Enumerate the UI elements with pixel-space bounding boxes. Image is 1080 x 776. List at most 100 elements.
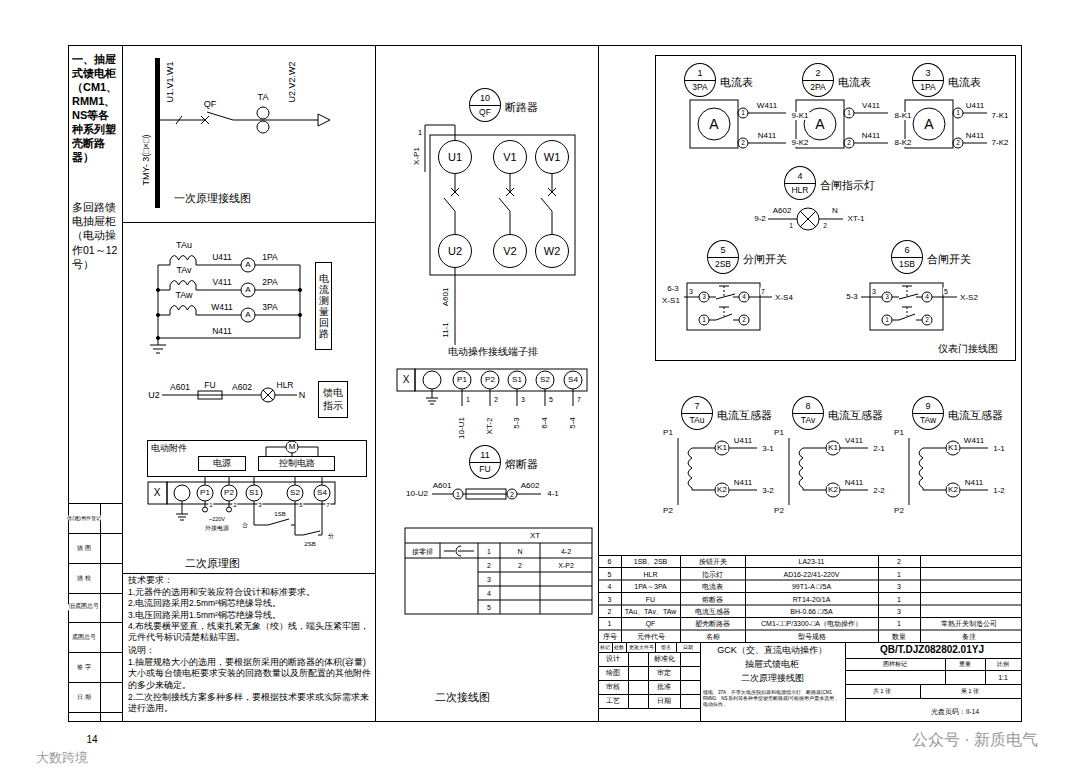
tag-divider (682, 413, 712, 414)
text-label: 3 (257, 502, 262, 508)
table-cell: 按钮开关 (698, 558, 728, 565)
text-label: 二次原理图 (184, 558, 241, 569)
text-label: 3 (701, 294, 707, 301)
text-label: 2 (924, 317, 930, 324)
wire-label: U2.V2.W2 (288, 60, 297, 103)
text-label: 4 (741, 294, 747, 301)
table-cell: 5 (607, 571, 613, 578)
text-label: 3 (486, 576, 492, 583)
text-label: XT (529, 532, 541, 540)
text-label: 2 (486, 562, 492, 569)
current-circuit (156, 313, 159, 316)
text-label: 7 (760, 288, 766, 295)
pushbutton-symbol (684, 283, 957, 330)
motor-circuit (205, 477, 322, 485)
wire-label: TMY- 3(□×□) (142, 134, 151, 187)
text-label: A601 (169, 383, 191, 392)
motor-circuit (287, 485, 303, 501)
box-text: 控制电路 (279, 458, 315, 469)
text-label: A (814, 117, 825, 131)
text-label: 光盘页码：II-14 (930, 709, 980, 716)
table-cell: 3 (607, 596, 613, 603)
pushbutton-symbol (699, 292, 709, 302)
table-cell: 熔断器 (701, 596, 724, 603)
text-label: 2-2 (872, 487, 886, 495)
sheet-title: 一、抽屉式馈电柜（CM1、RMM1、NS等各种系列塑壳断路器） (72, 52, 120, 164)
terminal-circle: W1 (535, 140, 569, 174)
table-cell: 常熟开关制造公司 (940, 620, 998, 627)
motor-circuit (246, 485, 262, 501)
ammeter-symbol (738, 108, 748, 118)
terminal-name: U1 (448, 151, 462, 163)
tag-code: FU (470, 464, 500, 475)
text-label: A (923, 117, 934, 131)
indicator-circuit (162, 390, 297, 400)
text-label: 4 (924, 294, 930, 301)
text-label: 1 (846, 110, 852, 117)
motor-circuit (148, 482, 167, 504)
text-label: 5 (298, 502, 303, 508)
table-cell: 2 (896, 558, 902, 565)
lamp-symbol (797, 208, 819, 230)
component-tag: 52SB分闸开关 (707, 240, 739, 274)
text-label: K2 (827, 486, 839, 494)
terminal-strip (481, 371, 499, 389)
tag-code: QF (470, 107, 500, 118)
text-label: 电动操作接线端子排 (447, 347, 539, 357)
table-cell: HLR (642, 571, 658, 578)
current-transformer-symbol (715, 441, 729, 455)
pushbutton-symbol (861, 286, 957, 320)
pushbutton-symbol (739, 292, 749, 302)
text-label: V411 (211, 278, 232, 287)
table-cell: 序号 (602, 633, 618, 640)
tag-heading: 合闸指示灯 (820, 179, 875, 192)
text-label: ~220V (208, 517, 226, 523)
vertical-label-box: 电流测量回路 (315, 262, 332, 350)
text-label: S1 (248, 489, 260, 497)
breaker-pole (499, 174, 514, 234)
text-label: XT-1 (847, 215, 866, 223)
tag-divider (803, 80, 833, 81)
terminal-strip (564, 371, 582, 389)
component-tag: 8TAv电流互感器 (792, 396, 824, 430)
current-circuit (241, 308, 255, 322)
breaker-pole (541, 174, 556, 234)
ammeter-symbol (844, 138, 854, 148)
text-label: A (244, 286, 251, 294)
label-box: 控制电路 (258, 456, 335, 471)
table-grid (598, 642, 1022, 722)
text-label: 1 (465, 396, 471, 403)
tag-divider (470, 105, 500, 106)
terminal-table (456, 546, 461, 556)
terminal-table (405, 528, 592, 614)
tag-heading: 电流互感器 (717, 409, 772, 422)
table-cell: 3 (896, 608, 902, 615)
text-label: 日期 (682, 645, 694, 650)
tag-number: 9 (913, 401, 943, 412)
accessory-group-box: 电动附件电源控制电路 (147, 440, 367, 477)
text-label: 8-K1 (894, 112, 913, 120)
tag-code: TAw (913, 415, 943, 426)
record-cell: 底图总号 (71, 634, 97, 640)
pushbutton-symbol (907, 286, 908, 316)
table-grid (598, 555, 1022, 643)
text-label: 1 (455, 491, 461, 498)
component-tag: 4HLR合闸指示灯 (784, 166, 816, 200)
tag-number: 5 (708, 245, 738, 256)
table-cell: 99T1-A □/5A (791, 583, 832, 590)
text-label: 接零排 (411, 548, 434, 555)
text-label: 2-1 (872, 445, 886, 453)
tag-heading: 电流互感器 (828, 409, 883, 422)
text-label: 3 (520, 396, 526, 403)
component-tag: 31PA电流表 (912, 63, 944, 97)
indicator-circuit (261, 388, 275, 402)
text-label: HLR (275, 381, 294, 390)
text-label: S4 (567, 376, 579, 384)
pushbutton-symbol (739, 315, 749, 325)
table-cell: LA23-11 (798, 558, 826, 565)
current-circuit (156, 288, 159, 291)
terminal-circle: U2 (438, 234, 472, 268)
text-label: 1-2 (992, 487, 1006, 495)
note-text: 4.布线要横平竖直，线束扎紧无象（绞）线，端头压紧牢固，元件代号标识清楚粘贴牢固… (128, 621, 372, 644)
current-transformer-symbol (826, 441, 840, 455)
